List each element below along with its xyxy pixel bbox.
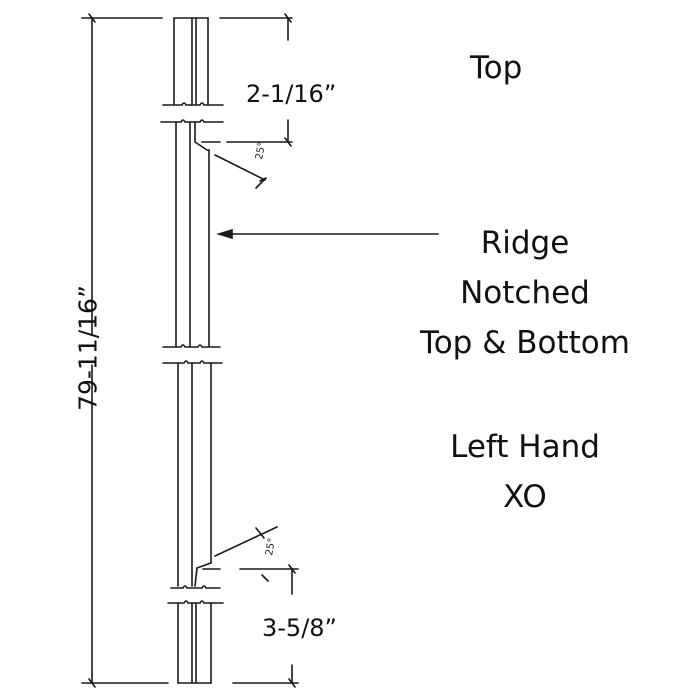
bottom-notch-dimension-label: 3-5/8”: [262, 614, 337, 642]
ridge-note-line: Ridge: [480, 225, 570, 261]
ridge-note-line: Notched: [460, 275, 590, 311]
post-top-section: [162, 17, 224, 106]
overall-length-label: 79-11/16”: [73, 285, 103, 411]
top-notch-dimension: [201, 13, 293, 189]
hand-note: Left Hand XO: [400, 422, 650, 522]
post-bottom-section: [167, 600, 224, 684]
hand-note-line: Left Hand: [450, 429, 600, 465]
overall-dimension-line: [81, 13, 169, 688]
ridge-notched-note: Ridge Notched Top & Bottom: [400, 218, 650, 368]
ridge-note-line: Top & Bottom: [420, 325, 630, 361]
bottom-notch-dimension: [202, 526, 299, 688]
top-angle-label: 25°: [254, 141, 268, 160]
top-notch-dimension-label: 2-1/16”: [246, 80, 337, 108]
post-upper-shaft: [160, 119, 224, 348]
post-lower-shaft: [162, 360, 223, 589]
bottom-angle-label: 25°: [264, 537, 278, 556]
top-label: Top: [470, 50, 523, 86]
ridge-arrow: [216, 228, 439, 240]
hand-note-line: XO: [503, 479, 547, 515]
